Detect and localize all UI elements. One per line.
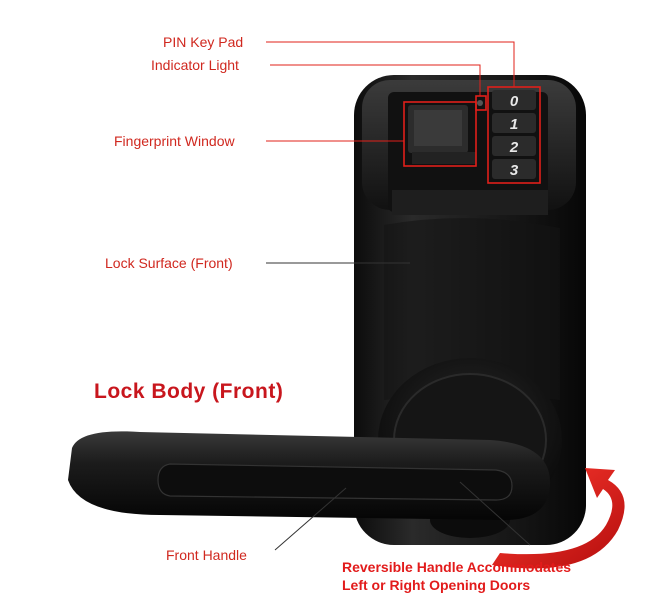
label-fingerprint-window: Fingerprint Window — [114, 133, 235, 149]
keypad-key-1 — [492, 113, 536, 133]
handle-leader — [274, 487, 347, 551]
keypad-key-0-label: 0 — [510, 93, 519, 110]
keypad-key-1-label: 1 — [510, 116, 518, 133]
front-handle-lever — [68, 431, 551, 520]
label-lock-surface: Lock Surface (Front) — [105, 255, 233, 271]
keypad-key-3-label: 3 — [510, 162, 519, 179]
indicator-leader — [270, 64, 481, 96]
fingerprint-window — [408, 105, 476, 164]
note-leader — [459, 481, 531, 546]
keypad-leader — [266, 41, 515, 87]
highlight-boxes — [403, 86, 541, 184]
indicator-highlight — [475, 95, 487, 111]
keypad-key-2-label: 2 — [509, 139, 519, 156]
label-front-handle: Front Handle — [166, 547, 247, 563]
reversible-note-line1: Reversible Handle Accommodates — [342, 559, 572, 575]
leader-lines — [266, 41, 531, 551]
label-indicator-light: Indicator Light — [151, 57, 239, 73]
indicator-light — [477, 100, 483, 106]
fingerprint-highlight — [403, 101, 477, 167]
reversible-note: Reversible Handle Accommodates Left or R… — [342, 558, 571, 594]
reversible-arrow-icon — [492, 468, 625, 569]
keypad: 0 1 2 3 — [492, 90, 536, 179]
lock-body-title: Lock Body (Front) — [94, 380, 284, 403]
keypad-key-2 — [492, 136, 536, 156]
keypad-key-3 — [492, 159, 536, 179]
reversible-note-line2: Left or Right Opening Doors — [342, 577, 531, 593]
label-pin-key-pad: PIN Key Pad — [163, 34, 244, 50]
keypad-key-0 — [492, 90, 536, 110]
